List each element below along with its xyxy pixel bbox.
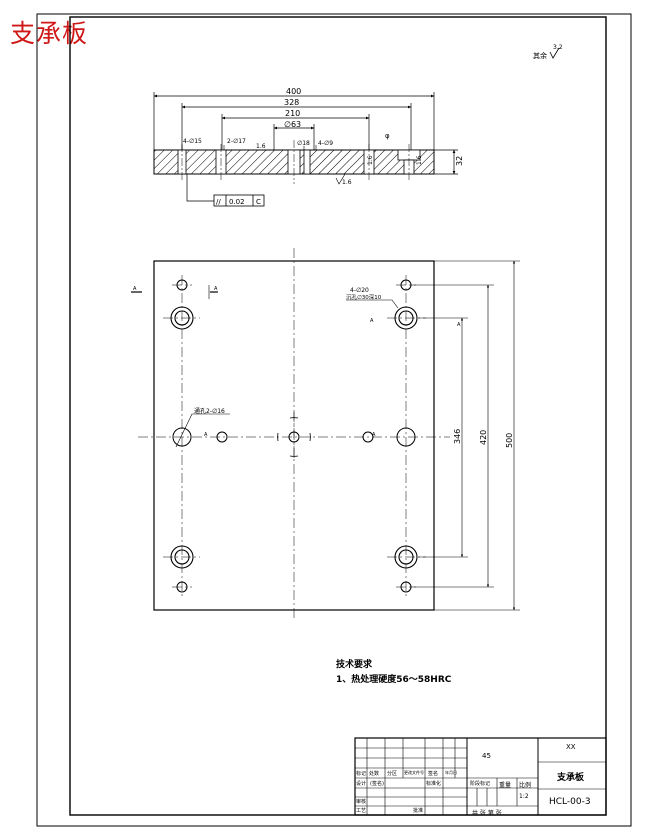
tech-heading: 技术要求 [336,660,373,670]
parallelism-icon: // [216,198,221,206]
roughness-section-right: 1.6 [416,155,423,165]
roughness-note: 其余 3.2 [533,44,563,60]
dim-210: 210 [285,109,300,118]
tb-stage-label: 阶段标记 [470,781,491,787]
callout-phi-mark: φ [385,132,390,140]
callout-4-phi15: 4-∅15 [183,138,202,145]
tb-material: 45 [482,752,491,760]
dim-400: 400 [286,87,301,96]
roughness-section-left: 1.6 [367,155,374,165]
tb-row-process: 工艺 [356,808,367,814]
tb-part-name: 支承板 [557,773,585,783]
dim-500: 500 [505,433,514,448]
tolerance-value: 0.02 [229,198,245,206]
sheet-outer-border [36,13,632,827]
dim-small: 1.6 [256,143,266,150]
tb-designer-mark: (签名) [370,781,384,787]
callout-4-phi20: 4-∅20 [350,287,369,294]
callout-4-phi9: 4-∅9 [318,140,333,147]
roughness-section-bottom: 1.6 [342,179,352,186]
tb-scale: 1:2 [519,793,529,800]
tb-weight-label: 重量 [499,782,512,789]
tb-approve: 批准 [413,808,424,814]
tolerance-frame: // 0.02 C [186,174,265,207]
dim-346: 346 [453,429,462,444]
callout-2-phi17: 2-∅17 [227,138,246,145]
dim-phi63: ∅63 [284,120,301,129]
tb-scale-label: 比例 [519,782,532,789]
tech-requirements: 技术要求 1、热处理硬度56～58HRC [336,658,451,688]
dim-thickness: 32 [455,156,464,166]
tb-col-label-3: 更改文件号 [404,770,424,775]
sheet-inner-border [69,16,607,816]
section-mark-a5: A [372,432,376,438]
dim-420: 420 [479,430,488,445]
tolerance-datum: C [256,198,261,206]
drawing-title-red: 支承板 [10,19,89,48]
section-mark-a4: A [204,432,208,438]
callout-through-hole: 通孔2-∅16 [194,407,225,415]
title-block [354,737,607,816]
roughness-check-icon [549,47,560,59]
section-mark-a2: A [370,318,374,324]
tb-drawing-no: HCL-00-3 [549,797,591,807]
tb-col-label-5: 年月日 [445,770,457,775]
roughness-value: 3.2 [553,44,563,51]
section-mark-a3: A [457,322,461,328]
callout-counterbore: 沉孔∅30深10 [346,293,382,301]
tb-company: XX [566,743,576,751]
dim-328: 328 [284,98,299,107]
callout-phi18: ∅18 [297,140,310,147]
tb-col-label-4: 签名 [428,771,439,777]
tech-item-1: 1、热处理硬度56～58HRC [336,675,452,685]
section-mark-left: A [133,286,137,292]
plan-view: A A A A A A 4-∅20 沉孔∅30深10 通孔2-∅16 500 4… [131,248,520,620]
tb-row-review: 审核 [356,799,367,805]
roughness-check-icon [335,173,346,185]
roughness-label: 其余 [533,51,547,60]
tb-col-label-2: 分区 [387,771,398,777]
tb-sheet-info: 共 张 第 张 [472,810,502,817]
tb-col-label-0: 标记 [356,771,367,777]
tb-standardization: 标准化 [426,781,442,787]
section-mark-right: A [214,286,218,292]
section-view: 400 328 210 ∅63 32 1.6 [153,87,464,207]
tb-col-label-1: 处数 [369,771,380,777]
tb-row-design: 设计 [356,781,367,787]
